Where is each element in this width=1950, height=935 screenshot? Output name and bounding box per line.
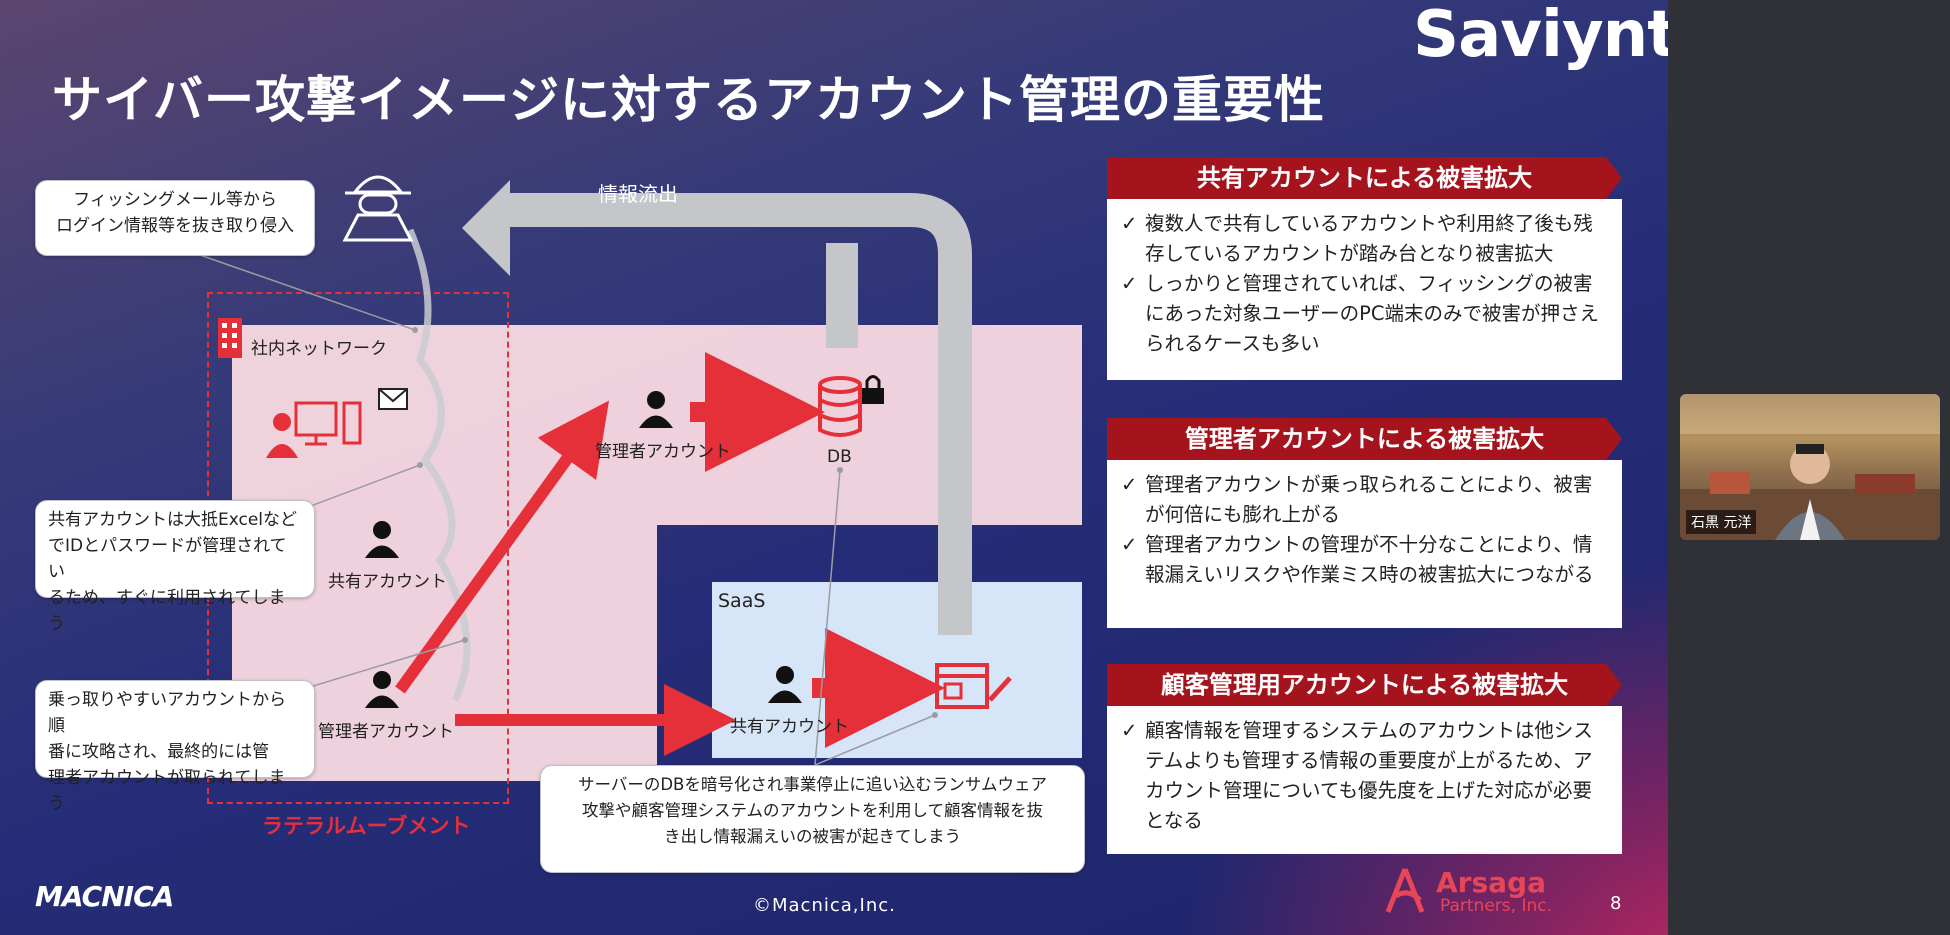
panel-admin-title: 管理者アカウントによる被害拡大: [1107, 418, 1622, 460]
arsaga-logo-mark: [1385, 868, 1425, 913]
panel-customer-title: 顧客管理用アカウントによる被害拡大: [1107, 664, 1622, 706]
panel-shared-title: 共有アカウントによる被害拡大: [1107, 157, 1622, 199]
admin-account-top-label: 管理者アカウント: [595, 442, 731, 462]
web-app-icon: [935, 663, 1012, 709]
building-icon: [218, 318, 242, 358]
internal-network-label: 社内ネットワーク: [251, 339, 387, 359]
panel-customer-item: 顧客情報を管理するシステムのアカウントは他システムよりも管理する情報の重要度が上…: [1121, 716, 1608, 836]
presentation-slide: サイバー攻撃イメージに対するアカウント管理の重要性 Saviynt: [0, 0, 1668, 935]
callout-admin-account: 乗っ取りやすいアカウントから順 番に攻略され、最終的には管 理者アカウントが取ら…: [35, 680, 315, 814]
panel-shared-item: しっかりと管理されていれば、フィッシングの被害にあった対象ユーザーのPC端末のみ…: [1121, 269, 1608, 359]
shared-account-saas-label: 共有アカウント: [730, 717, 849, 737]
admin-account-label: 管理者アカウント: [318, 722, 454, 742]
diagram-graphics: [199, 175, 1012, 766]
panel-shared-body: 複数人で共有しているアカウントや利用終了後も残存しているアカウントが踏み台となり…: [1107, 199, 1622, 380]
page-number: 8: [1610, 893, 1622, 914]
callout-phishing: フィッシングメール等から ログイン情報等を抜き取り侵入: [35, 180, 315, 256]
saas-label: SaaS: [718, 590, 766, 612]
db-label: DB: [827, 447, 852, 467]
arsaga-logo-sub: Partners, Inc.: [1440, 896, 1552, 916]
outflow-label: 情報流出: [598, 182, 678, 206]
copyright: ©Macnica,Inc.: [753, 895, 896, 916]
arsaga-logo: Arsaga: [1436, 866, 1546, 899]
hacker-icon: [342, 175, 414, 242]
callout-bottom-damage: サーバーのDBを暗号化され事業停止に追い込むランサムウェア 攻撃や顧客管理システ…: [540, 765, 1085, 873]
saviynt-logo: Saviynt: [1413, 0, 1668, 72]
mail-icon: [378, 388, 408, 410]
macnica-logo: MACNICA: [35, 880, 174, 913]
participant-name: 石黒 元洋: [1686, 510, 1757, 534]
leader-lines: [199, 254, 936, 766]
callout-shared-account: 共有アカウントは大抵Excelなど でIDとパスワードが管理されてい るため、す…: [35, 500, 315, 634]
panel-admin-item: 管理者アカウントが乗っ取られることにより、被害が何倍にも膨れ上がる: [1121, 470, 1608, 530]
shared-account-person-icon: [365, 521, 399, 558]
attack-arrows: [395, 352, 945, 756]
panel-customer-body: 顧客情報を管理するシステムのアカウントは他システムよりも管理する情報の重要度が上…: [1107, 706, 1622, 854]
panel-shared-item: 複数人で共有しているアカウントや利用終了後も残存しているアカウントが踏み台となり…: [1121, 209, 1608, 269]
admin-account-person-icon: [365, 671, 399, 708]
panel-admin-item: 管理者アカウントの管理が不十分なことにより、情報漏えいリスクや作業ミス時の被害拡…: [1121, 530, 1608, 590]
admin-account-top-person-icon: [639, 391, 673, 428]
slide-title: サイバー攻撃イメージに対するアカウント管理の重要性: [52, 71, 1325, 129]
participant-video-tile[interactable]: 石黒 元洋: [1680, 394, 1940, 540]
shared-account-saas-person-icon: [768, 666, 802, 703]
shared-account-label: 共有アカウント: [328, 572, 447, 592]
lateral-movement-label: ラテラルムーブメント: [262, 814, 471, 838]
database-lock-icon: [818, 375, 884, 437]
pc-user-icon: [266, 401, 362, 458]
info-outflow-arrow: [462, 180, 972, 635]
lateral-path-curve: [406, 228, 471, 702]
panel-admin-body: 管理者アカウントが乗っ取られることにより、被害が何倍にも膨れ上がる 管理者アカウ…: [1107, 460, 1622, 628]
